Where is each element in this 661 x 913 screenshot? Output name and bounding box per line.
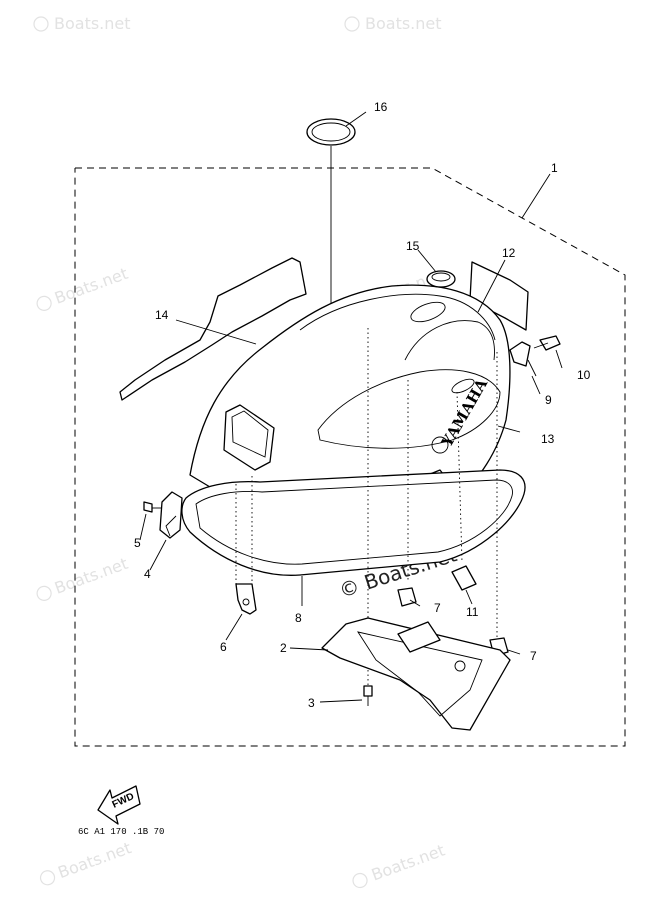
part-3-screw xyxy=(363,685,373,706)
callout-5: 5 xyxy=(134,536,141,550)
part-10-bolt xyxy=(533,335,561,351)
svg-text:Boats.net: Boats.net xyxy=(54,14,131,33)
watermark-top-right: Boats.net xyxy=(344,14,442,33)
watermark-bottom-right: Boats.net xyxy=(352,840,447,889)
svg-text:Boats.net: Boats.net xyxy=(52,264,130,308)
callout-3: 3 xyxy=(308,696,315,710)
part-15-grommet xyxy=(426,270,456,288)
part-2-support xyxy=(321,617,511,731)
leader-lines xyxy=(139,111,563,703)
svg-text:Boats.net: Boats.net xyxy=(52,554,130,598)
svg-text:Boats.net: Boats.net xyxy=(365,14,442,33)
watermark-lower-left: Boats.net xyxy=(36,554,130,601)
svg-text:Boats.net: Boats.net xyxy=(55,838,133,882)
watermark-bottom-left: Boats.net xyxy=(39,838,134,886)
callouts: 16 1 15 12 14 10 9 13 5 4 8 7 11 6 2 7 3 xyxy=(134,100,591,710)
part-8-seal-gasket xyxy=(181,469,526,576)
part-4-bracket xyxy=(159,491,183,539)
callout-8: 8 xyxy=(295,611,302,625)
callout-14: 14 xyxy=(155,308,169,322)
guide-line-11 xyxy=(456,391,463,563)
callout-7a: 7 xyxy=(434,601,441,615)
callout-12: 12 xyxy=(502,246,516,260)
drawing-code: 6C A1 170 .1B 70 xyxy=(78,827,164,837)
part-5-screw xyxy=(143,501,162,513)
callout-7b: 7 xyxy=(530,649,537,663)
watermark-top-left: Boats.net xyxy=(33,14,131,33)
part-6-clip xyxy=(235,583,257,615)
callout-2: 2 xyxy=(280,641,287,655)
part-9-latch xyxy=(509,341,537,377)
part-7-grommet-a xyxy=(397,587,417,607)
callout-11: 11 xyxy=(466,605,479,619)
callout-6: 6 xyxy=(220,640,227,654)
callout-15: 15 xyxy=(406,239,420,253)
callout-4: 4 xyxy=(144,567,151,581)
callout-1: 1 xyxy=(551,161,558,175)
part-11-plate xyxy=(451,565,477,591)
callout-9: 9 xyxy=(545,393,552,407)
svg-text:Boats.net: Boats.net xyxy=(369,840,447,884)
fwd-arrow: FWD xyxy=(97,785,141,825)
assembly-boundary xyxy=(74,167,626,747)
callout-10: 10 xyxy=(577,368,591,382)
part-14-side-decal xyxy=(119,257,307,401)
watermark-mid-left: Boats.net xyxy=(36,264,130,311)
callout-16: 16 xyxy=(374,100,388,114)
callout-13: 13 xyxy=(541,432,555,446)
